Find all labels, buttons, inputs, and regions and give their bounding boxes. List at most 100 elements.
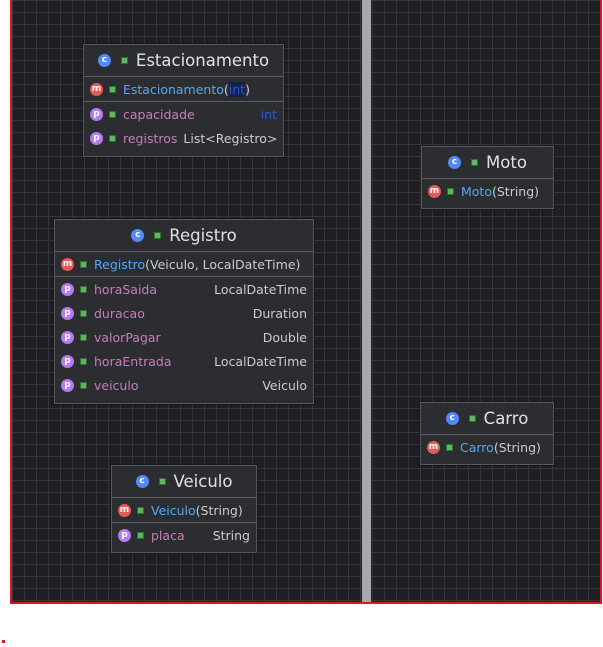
property-icon: p	[61, 306, 74, 320]
field-type: int	[260, 106, 277, 122]
paren-open: (	[223, 81, 229, 97]
public-visibility-icon	[80, 260, 87, 268]
field-name: veiculo	[94, 377, 139, 393]
public-visibility-icon	[80, 333, 87, 341]
field-row[interactable]: p duracao Duration	[55, 301, 313, 325]
method-icon: m	[61, 257, 74, 271]
public-visibility-icon	[447, 187, 454, 195]
property-icon: p	[61, 282, 74, 296]
constructors-section: m Estacionamento(int)	[84, 77, 283, 102]
constructors-section: m Carro(String)	[421, 435, 553, 459]
property-icon: p	[90, 107, 103, 121]
class-header: c Moto	[422, 147, 553, 179]
constructors-section: m Veiculo(String)	[112, 498, 256, 523]
class-name: Moto	[486, 153, 527, 172]
property-icon: p	[61, 354, 74, 368]
method-icon: m	[90, 82, 103, 96]
method-icon: m	[427, 440, 440, 454]
field-name: placa	[151, 527, 185, 543]
property-icon: p	[61, 378, 74, 392]
property-icon: p	[118, 528, 131, 542]
field-type: LocalDateTime	[214, 281, 307, 297]
paren-close: )	[245, 81, 250, 97]
class-name: Carro	[483, 409, 529, 428]
public-visibility-icon	[158, 478, 166, 485]
constructor-name: Carro	[460, 439, 494, 455]
field-name: horaEntrada	[94, 353, 172, 369]
field-row[interactable]: p veiculo Veiculo	[55, 373, 313, 397]
constructor-row[interactable]: m Veiculo(String)	[112, 498, 256, 522]
diagram-canvas[interactable]: c Estacionamento m Estacionamento(int) p…	[10, 0, 602, 604]
property-icon: p	[90, 131, 103, 145]
class-box-veiculo[interactable]: c Veiculo m Veiculo(String) p placa Stri…	[111, 465, 257, 553]
class-header: c Registro	[55, 220, 313, 252]
constructor-params: (String)	[195, 502, 243, 518]
field-name: capacidade	[123, 106, 195, 122]
class-box-registro[interactable]: c Registro m Registro(Veiculo, LocalDate…	[54, 219, 314, 404]
class-icon: c	[445, 412, 459, 425]
class-icon: c	[131, 229, 145, 242]
class-icon: c	[448, 156, 462, 169]
field-type: List<Registro>	[183, 130, 278, 146]
constructor-params: (String)	[491, 183, 540, 199]
public-visibility-icon	[120, 57, 128, 64]
public-visibility-icon	[109, 134, 116, 142]
constructors-section: m Moto(String)	[422, 179, 553, 203]
method-icon: m	[428, 184, 441, 198]
field-row[interactable]: p valorPagar Double	[55, 325, 313, 349]
field-name: horaSaida	[94, 281, 158, 297]
constructor-row[interactable]: m Carro(String)	[421, 435, 553, 459]
field-name: valorPagar	[94, 329, 161, 345]
public-visibility-icon	[154, 232, 162, 239]
constructor-row[interactable]: m Registro(Veiculo, LocalDateTime)	[55, 252, 313, 276]
public-visibility-icon	[80, 381, 87, 389]
public-visibility-icon	[109, 85, 116, 93]
class-header: c Estacionamento	[84, 45, 283, 77]
constructor-row[interactable]: m Estacionamento(int)	[84, 77, 283, 101]
field-type: LocalDateTime	[214, 353, 307, 369]
constructor-row[interactable]: m Moto(String)	[422, 179, 553, 203]
method-icon: m	[118, 503, 131, 517]
class-name: Veiculo	[173, 472, 233, 491]
class-name: Registro	[169, 226, 237, 245]
field-row[interactable]: p placa String	[112, 523, 256, 547]
public-visibility-icon	[80, 357, 87, 365]
class-icon: c	[135, 475, 149, 488]
class-icon: c	[97, 54, 111, 67]
public-visibility-icon	[137, 531, 144, 539]
field-name: registros	[123, 130, 178, 146]
param-type: int	[228, 81, 246, 97]
constructor-name: Veiculo	[151, 502, 196, 518]
class-header: c Veiculo	[112, 466, 256, 498]
public-visibility-icon	[80, 285, 87, 293]
public-visibility-icon	[446, 443, 453, 451]
field-type: Double	[262, 329, 307, 345]
fields-section: p horaSaida LocalDateTime p duracao Dura…	[55, 277, 313, 397]
public-visibility-icon	[109, 110, 116, 118]
field-row[interactable]: p registros List<Registro>	[84, 126, 283, 150]
constructor-name: Registro	[94, 256, 146, 272]
constructor-name: Moto	[461, 183, 492, 199]
class-box-carro[interactable]: c Carro m Carro(String)	[420, 402, 554, 465]
field-row[interactable]: p horaSaida LocalDateTime	[55, 277, 313, 301]
public-visibility-icon	[80, 309, 87, 317]
public-visibility-icon	[137, 506, 144, 514]
class-box-estacionamento[interactable]: c Estacionamento m Estacionamento(int) p…	[83, 44, 284, 157]
field-type: Veiculo	[262, 377, 307, 393]
public-visibility-icon	[471, 159, 479, 166]
splitter-bar[interactable]	[362, 0, 371, 602]
constructors-section: m Registro(Veiculo, LocalDateTime)	[55, 252, 313, 277]
field-row[interactable]: p horaEntrada LocalDateTime	[55, 349, 313, 373]
class-header: c Carro	[421, 403, 553, 435]
fields-section: p capacidade int p registros List<Regist…	[84, 102, 283, 150]
field-type: Duration	[252, 305, 307, 321]
property-icon: p	[61, 330, 74, 344]
constructor-params: (String)	[493, 439, 541, 455]
constructor-params: (Veiculo, LocalDateTime)	[145, 256, 301, 272]
fields-section: p placa String	[112, 523, 256, 547]
class-box-moto[interactable]: c Moto m Moto(String)	[421, 146, 554, 209]
public-visibility-icon	[468, 415, 476, 422]
marker-dot	[2, 640, 5, 643]
field-row[interactable]: p capacidade int	[84, 102, 283, 126]
class-name: Estacionamento	[135, 51, 270, 70]
